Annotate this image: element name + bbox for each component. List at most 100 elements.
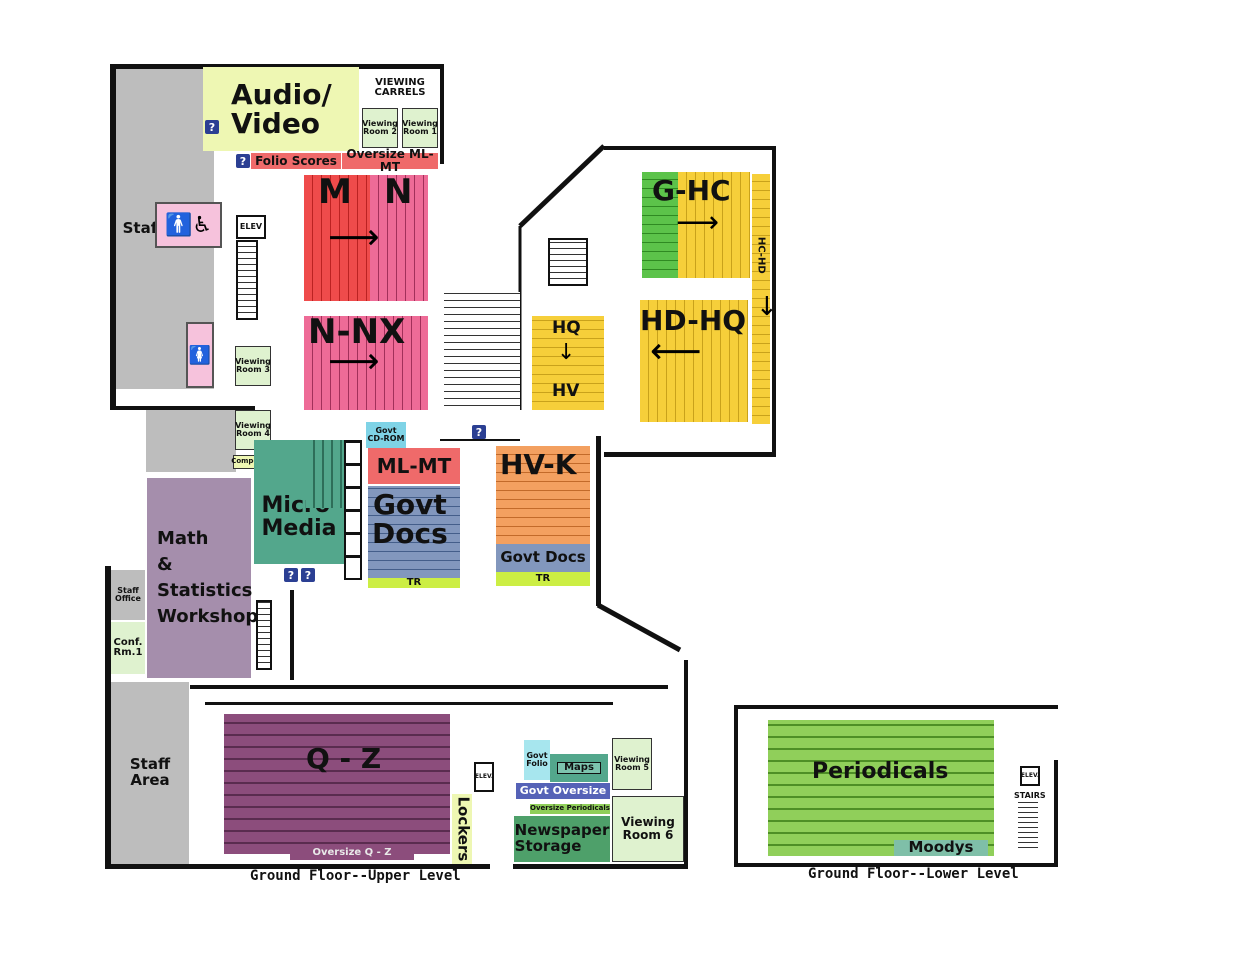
arrow-down-icon: ↓: [756, 292, 778, 322]
section-ml-mt: ML-MT: [368, 448, 460, 484]
folio-scores: Folio Scores: [251, 153, 341, 169]
section-g-hc-label: G-HC: [652, 174, 731, 207]
section-tr-2-label: TR: [535, 572, 551, 584]
micro-shelves: [306, 440, 344, 508]
composing-label: Composing: [231, 457, 275, 466]
viewing-room-5-label: Viewing Room 5: [614, 754, 650, 772]
help-icon[interactable]: ?: [301, 568, 315, 582]
wall: [110, 64, 116, 410]
wall: [604, 452, 776, 457]
stairs: [256, 600, 272, 670]
viewing-room-2: Viewing Room 2: [362, 108, 398, 148]
arrow-right-icon: ⟶: [676, 205, 720, 240]
govt-oversize-label: Govt Oversize: [519, 784, 607, 798]
restroom-men: 🚹♿: [155, 202, 222, 248]
viewing-carrels-label: VIEWING CARRELS: [374, 76, 426, 98]
lower-elevator: ELEV.: [1020, 766, 1040, 786]
viewing-room-1-label: Viewing Room 1: [402, 118, 438, 136]
conf-room-label: Conf. Rm.1: [113, 636, 143, 658]
elevator-small: ELEV.: [474, 762, 494, 792]
wall: [105, 566, 111, 868]
lower-level-caption: Ground Floor--Lower Level: [808, 866, 1019, 882]
folio-scores-label: Folio Scores: [255, 153, 337, 168]
help-icon[interactable]: ?: [284, 568, 298, 582]
stairs-label: STAIRS: [1014, 791, 1046, 800]
staff-office: Staff Office: [111, 570, 145, 620]
govt-cd-rom-label: Govt CD-ROM: [367, 425, 405, 443]
section-hq-hv: [532, 316, 604, 410]
moodys-label: Moodys: [908, 838, 974, 857]
wall: [734, 705, 1058, 709]
wall: [734, 863, 1058, 867]
arrow-down-icon: ↓: [557, 340, 576, 365]
wall: [105, 864, 490, 869]
wall: [596, 436, 601, 606]
govt-oversize: Govt Oversize: [516, 783, 610, 799]
section-govt-docs: [368, 486, 460, 578]
wall: [513, 864, 688, 869]
restroom-women: 🚺: [186, 322, 214, 388]
oversize-periodicals-label: Oversize Periodicals: [530, 804, 610, 813]
section-q-z-label: Q - Z: [306, 742, 382, 775]
section-hc: [678, 172, 750, 278]
section-hd-hq: [640, 300, 748, 422]
section-tr-2: TR: [496, 572, 590, 586]
wall: [110, 64, 444, 69]
section-tr-label: TR: [406, 576, 422, 588]
wall: [1054, 760, 1058, 867]
section-hd-hq-label: HD-HQ: [640, 304, 747, 337]
oversize-q-z: Oversize Q - Z: [290, 846, 414, 860]
oversize-ml-mt: Oversize ML-MT: [342, 148, 438, 173]
wall: [734, 705, 738, 867]
section-hv-k-label: HV-K: [500, 448, 577, 481]
wall: [205, 702, 613, 705]
math-statistics-label: Math & Statistics Workshop: [157, 528, 259, 627]
stairs: [444, 292, 520, 412]
govt-cd-rom: Govt CD-ROM: [366, 422, 406, 448]
viewing-room-3-label: Viewing Room 3: [235, 356, 271, 374]
stairs: [548, 238, 588, 286]
govt-folio: Govt Folio: [524, 740, 550, 780]
viewing-room-6-label: Viewing Room 6: [621, 815, 675, 842]
wall: [110, 406, 255, 410]
help-icon[interactable]: ?: [236, 154, 250, 168]
section-n-nx-label: N-NX: [308, 312, 406, 352]
conf-room-1: Conf. Rm.1: [111, 622, 145, 674]
restroom-icon: 🚺: [188, 344, 212, 366]
elev-small-label: ELEV.: [474, 772, 494, 780]
audio-video: Audio/ Video: [203, 67, 359, 151]
viewing-room-2-label: Viewing Room 2: [362, 118, 398, 136]
staff-area-2: Staff Area: [111, 682, 189, 864]
arrow-right-icon: ⟶: [328, 217, 380, 258]
help-icon[interactable]: ?: [472, 425, 486, 439]
section-hv-label: HV: [552, 381, 580, 401]
section-m-label: M: [318, 172, 352, 212]
wall: [772, 146, 776, 456]
help-icon[interactable]: ?: [205, 120, 219, 134]
govt-folio-label: Govt Folio: [526, 750, 548, 768]
arrow-left-icon: ⟵: [650, 331, 702, 372]
oversize-ml-mt-label: Oversize ML-MT: [346, 147, 434, 174]
lower-elev-label: ELEV.: [1020, 771, 1040, 779]
lockers: Lockers: [452, 794, 472, 864]
stairs: [236, 240, 258, 320]
micro-cabinets: [344, 440, 362, 580]
section-periodicals-label: Periodicals: [812, 759, 949, 784]
elev-label: ELEV: [239, 221, 263, 231]
viewing-carrels: VIEWING CARRELS: [362, 70, 438, 106]
wall: [290, 590, 294, 680]
section-g: [642, 172, 678, 278]
oversize-periodicals: Oversize Periodicals: [530, 804, 610, 814]
wall: [684, 660, 688, 868]
wall: [440, 64, 444, 164]
viewing-room-5: Viewing Room 5: [612, 738, 652, 790]
viewing-room-3: Viewing Room 3: [235, 346, 271, 386]
section-hc-hd: [752, 174, 770, 424]
wall: [190, 685, 668, 689]
section-periodicals: [768, 720, 994, 856]
maps-label: Maps: [557, 761, 601, 775]
lower-stairs: [1018, 802, 1038, 852]
section-tr: TR: [368, 576, 460, 588]
